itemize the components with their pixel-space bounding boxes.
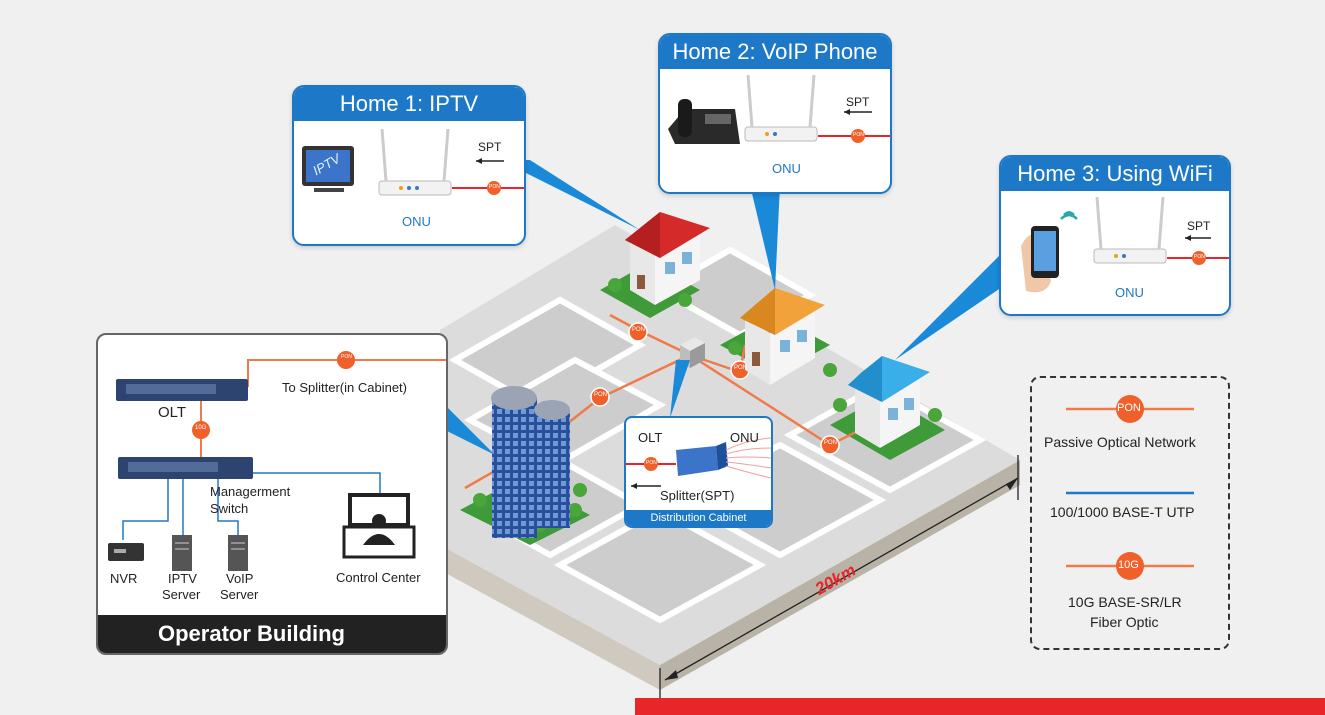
ground-left-side (440, 545, 660, 690)
legend-utp-label: 100/1000 BASE-T UTP (1050, 504, 1195, 520)
home2-onu-label: ONU (772, 161, 801, 176)
wifi-icon (1060, 211, 1078, 220)
operator-building-panel: PON To Splitter(in Cabinet) OLT 10G Mana… (96, 333, 448, 655)
home3-spt-label: SPT (1187, 219, 1211, 233)
voip-server-label-line2: Server (220, 587, 259, 602)
home3-title: Home 3: Using WiFi (1001, 157, 1229, 191)
fiber-fanout-icon (725, 437, 771, 479)
legend-pon-badge: PON (1117, 402, 1141, 414)
legend-10g-badge: 10G (1118, 559, 1139, 571)
home3-callout: Home 3: Using WiFi ONU SPT PON (999, 155, 1231, 316)
switch-label-line1: Managerment (210, 484, 291, 499)
house-red (625, 212, 710, 305)
cabinet-onu-label: ONU (730, 430, 759, 445)
house-blue (848, 356, 930, 448)
home1-callout: Home 1: IPTV IPTV ONU SPT PON (292, 85, 526, 246)
home1-illustration (302, 128, 524, 196)
uplink-10g-label: 10G (195, 425, 207, 431)
home2-illustration (668, 74, 890, 144)
voip-server-label-line1: VoIP (226, 571, 254, 586)
splitter-icon (676, 446, 718, 476)
map-pon-label-4: PON (824, 440, 838, 446)
olt-label: OLT (158, 404, 187, 421)
legend-panel: PON Passive Optical Network 100/1000 BAS… (1030, 376, 1230, 650)
iptv-server-label-line2: Server (162, 587, 201, 602)
voip-server-icon (228, 535, 248, 571)
cabinet-diagram (626, 437, 771, 489)
home1-title: Home 1: IPTV (294, 87, 524, 121)
trees (473, 278, 942, 532)
to-splitter-label: To Splitter(in Cabinet) (282, 380, 407, 395)
legend-graphics (1066, 395, 1194, 580)
home1-spt-label: SPT (478, 140, 502, 154)
operator-building-title: Operator Building (98, 615, 446, 653)
distance-arrow-right (1006, 478, 1018, 490)
operator-pon-label: PON (341, 354, 352, 360)
distribution-cabinet-panel: OLT ONU PON Splitter(SPT) Distribution C… (624, 416, 773, 528)
legend-10g-label-line1: 10G BASE-SR/LR (1068, 594, 1182, 610)
home3-illustration (1021, 196, 1229, 293)
cabinet-pon-label: PON (646, 460, 657, 466)
cabinet-splitter-label: Splitter(SPT) (660, 488, 735, 503)
home2-pon-label: PON (853, 132, 864, 138)
distance-arrow-left (665, 670, 678, 680)
home3-onu-label: ONU (1115, 285, 1144, 300)
accent-bar (635, 698, 1325, 715)
onu-router-icon (1093, 248, 1167, 264)
map-pon-label-1: PON (632, 327, 646, 333)
nvr-label: NVR (110, 571, 138, 586)
control-center-label: Control Center (336, 570, 421, 585)
office-towers (491, 386, 570, 538)
callout-pointers (445, 160, 1005, 455)
legend-pon-label: Passive Optical Network (1044, 434, 1196, 450)
home1-pon-label: PON (489, 184, 500, 190)
switch-label-line2: Switch (210, 501, 249, 516)
home3-pon-label: PON (1194, 254, 1205, 260)
cabinet-title: Distribution Cabinet (626, 510, 771, 526)
operator-diagram (108, 351, 446, 571)
home2-spt-label: SPT (846, 95, 870, 109)
onu-router-icon (744, 126, 818, 142)
iptv-server-icon (172, 535, 192, 571)
home2-callout: Home 2: VoIP Phone ONU SPT PON (658, 33, 892, 194)
map-pon-label-3: PON (734, 365, 748, 371)
ground-right-side (660, 460, 1020, 690)
iptv-server-label-line1: IPTV (168, 571, 197, 586)
map-pon-label-2: PON (594, 392, 608, 398)
map-pon-badges (590, 322, 840, 455)
legend-10g-label-line2: Fiber Optic (1090, 614, 1159, 630)
cabinet-olt-label: OLT (638, 430, 663, 445)
home2-title: Home 2: VoIP Phone (660, 35, 890, 69)
house-orange (740, 288, 825, 385)
home1-onu-label: ONU (402, 214, 431, 229)
